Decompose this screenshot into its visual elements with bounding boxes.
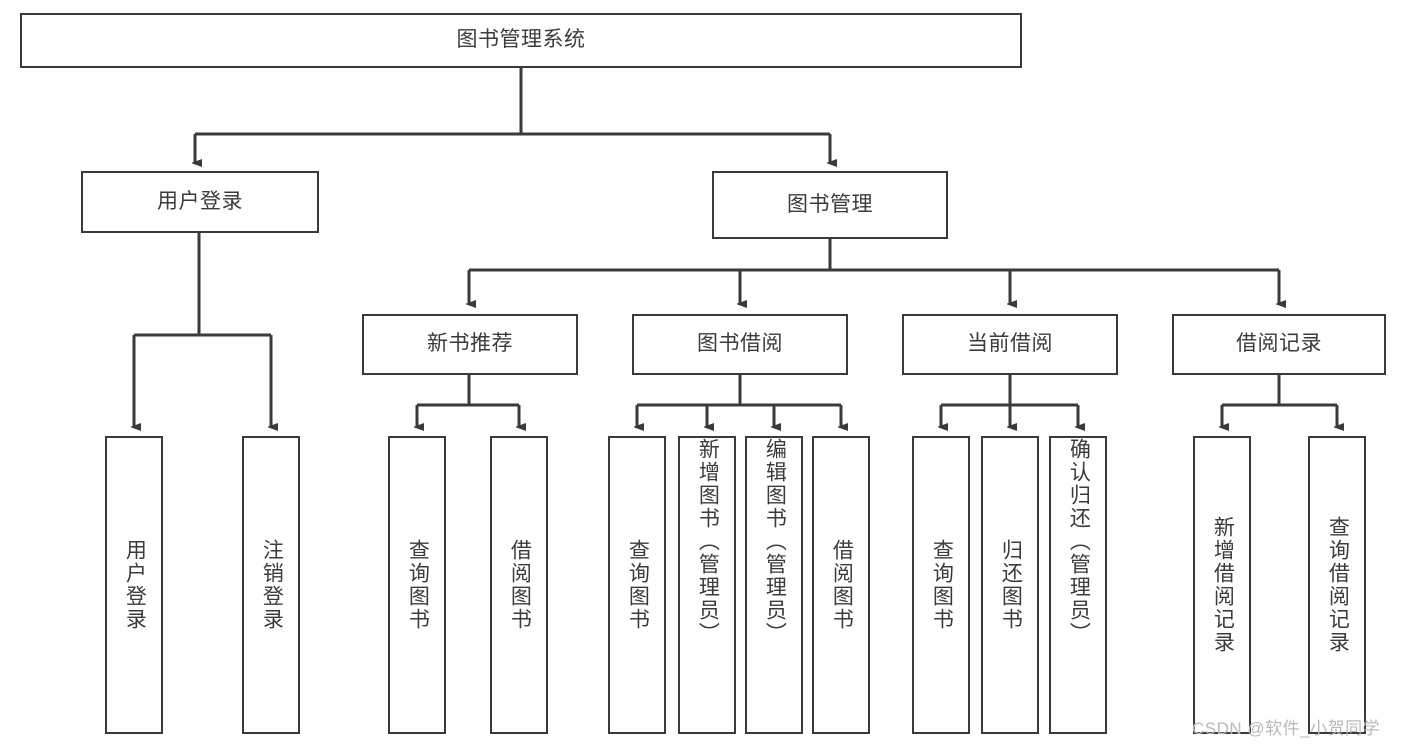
node-leaf-query-book-current[interactable]: 查询图书 <box>912 436 970 734</box>
node-leaf-query-book-newbook-label: 查询图书 <box>406 539 430 631</box>
node-leaf-add-book-admin-label: 新增图书（管理员） <box>696 438 720 645</box>
node-current-borrow[interactable]: 当前借阅 <box>902 314 1118 375</box>
node-book-borrow[interactable]: 图书借阅 <box>632 314 848 375</box>
node-leaf-user-login[interactable]: 用户登录 <box>105 436 163 734</box>
node-new-book-recommend[interactable]: 新书推荐 <box>362 314 578 375</box>
node-leaf-confirm-return-admin[interactable]: 确认归还（管理员） <box>1049 436 1107 734</box>
node-book-management-label: 图书管理 <box>787 192 873 216</box>
node-leaf-add-book-admin[interactable]: 新增图书（管理员） <box>678 436 736 734</box>
node-leaf-add-borrow-record[interactable]: 新增借阅记录 <box>1193 436 1251 734</box>
node-leaf-logout[interactable]: 注销登录 <box>242 436 300 734</box>
watermark-text: CSDN @软件_小贺同学 <box>1192 719 1381 738</box>
node-user-login[interactable]: 用户登录 <box>81 171 319 233</box>
node-leaf-query-borrow-record-label: 查询借阅记录 <box>1326 516 1350 654</box>
node-leaf-query-book-current-label: 查询图书 <box>930 539 954 631</box>
node-book-borrow-label: 图书借阅 <box>697 332 783 356</box>
node-leaf-borrow-book-borrow-label: 借阅图书 <box>830 539 854 631</box>
node-leaf-edit-book-admin[interactable]: 编辑图书（管理员） <box>745 436 803 734</box>
node-leaf-edit-book-admin-label: 编辑图书（管理员） <box>763 438 787 645</box>
node-leaf-borrow-book-newbook-label: 借阅图书 <box>508 539 532 631</box>
node-leaf-borrow-book-borrow[interactable]: 借阅图书 <box>812 436 870 734</box>
node-leaf-query-borrow-record[interactable]: 查询借阅记录 <box>1308 436 1366 734</box>
node-current-borrow-label: 当前借阅 <box>967 332 1053 356</box>
node-leaf-user-login-label: 用户登录 <box>123 539 147 631</box>
node-user-login-label: 用户登录 <box>157 189 243 213</box>
node-leaf-query-book-borrow[interactable]: 查询图书 <box>608 436 666 734</box>
node-new-book-recommend-label: 新书推荐 <box>427 332 513 356</box>
node-leaf-query-book-borrow-label: 查询图书 <box>626 539 650 631</box>
node-borrow-records[interactable]: 借阅记录 <box>1172 314 1386 375</box>
node-root[interactable]: 图书管理系统 <box>20 13 1022 68</box>
node-root-label: 图书管理系统 <box>456 28 586 52</box>
node-book-management[interactable]: 图书管理 <box>712 171 948 239</box>
node-leaf-return-book-label: 归还图书 <box>999 539 1023 631</box>
node-leaf-borrow-book-newbook[interactable]: 借阅图书 <box>490 436 548 734</box>
node-borrow-records-label: 借阅记录 <box>1236 332 1322 356</box>
node-leaf-logout-label: 注销登录 <box>260 539 284 631</box>
node-leaf-return-book[interactable]: 归还图书 <box>981 436 1039 734</box>
node-leaf-confirm-return-admin-label: 确认归还（管理员） <box>1067 438 1091 645</box>
node-leaf-query-book-newbook[interactable]: 查询图书 <box>388 436 446 734</box>
node-leaf-add-borrow-record-label: 新增借阅记录 <box>1211 516 1235 654</box>
